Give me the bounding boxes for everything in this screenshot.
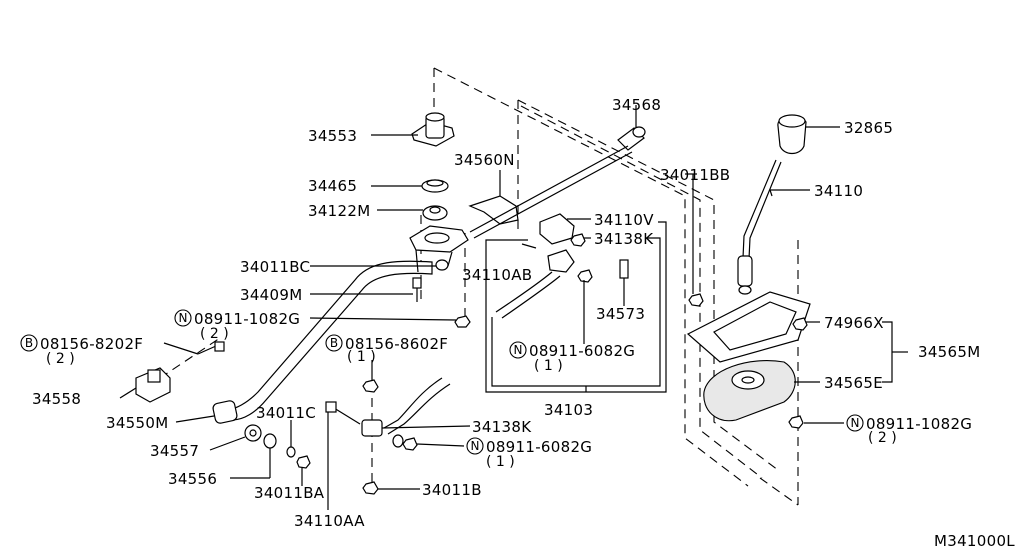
parts [135,112,811,495]
part-control-rod [212,225,469,424]
label-34565E: 34565E [824,374,883,392]
label-34103: 34103 [544,401,593,419]
label-08911-6082G-b: 08911-6082G [486,438,592,456]
label-34553: 34553 [308,127,357,145]
part-34122M [422,205,448,221]
label-08156-8202F: 08156-8202F [40,335,143,353]
qty-08911-1082G-a: ( 2 ) [200,326,229,342]
label-34568: 34568 [612,96,661,114]
part-34409M [412,277,422,302]
bracket-34103-outer [485,221,667,393]
guide-2 [517,99,779,471]
guide-12 [159,337,221,379]
label-34556: 34556 [168,470,217,488]
label-08911-1082G-b: 08911-1082G [866,415,972,433]
b-badge-icon [325,334,343,352]
guide-1 [433,67,749,487]
n-badge-icon [174,309,192,327]
label-34110AB: 34110AB [462,266,532,284]
label-34138K-top: 34138K [594,230,654,248]
badged-labels: N 08911-1082G ( 2 ) B 08156-8202F ( 2 ) … [20,309,972,470]
badge-label-n4: N 08911-1082G ( 2 ) [846,414,972,446]
label-34557: 34557 [150,442,199,460]
label-34550M: 34550M [106,414,168,432]
badge-label-n2: N 08911-6082G ( 1 ) [509,341,635,374]
label-08911-6082G-a: 08911-6082G [529,342,635,360]
diagram-id: M341000L [934,532,1015,550]
label-08156-8602F: 08156-8602F [345,335,448,353]
guide-3 [520,105,763,479]
part-34568 [617,126,646,151]
label-34122M: 34122M [308,202,370,220]
badge-label-n3: N 08911-6082G ( 1 ) [466,437,592,470]
part-32865 [777,114,807,155]
label-34409M: 34409M [240,286,302,304]
label-34011B: 34011B [422,481,482,499]
label-34573: 34573 [596,305,645,323]
badge-label-b1: B 08156-8202F ( 2 ) [20,334,143,367]
qty-08911-1082G-b: ( 2 ) [868,430,897,446]
label-74966X: 74966X [824,314,884,332]
label-34465: 34465 [308,177,357,195]
label-34110V: 34110V [594,211,654,229]
label-34558: 34558 [32,390,81,408]
label-34011BC: 34011BC [240,258,310,276]
n-badge-letter: N [471,439,480,453]
part-34110V [539,213,586,247]
part-bolt-08156-8202F [197,341,225,355]
label-34560N: 34560N [454,151,515,169]
label-34565M: 34565M [918,343,980,361]
qty-08911-6082G-a: ( 1 ) [534,358,563,374]
n-badge-letter: N [179,311,188,325]
guide-9 [759,477,799,506]
n-badge-letter: N [514,343,523,357]
b-badge-icon [20,334,38,352]
label-34011BB: 34011BB [660,166,730,184]
b-badge-letter: B [330,336,338,350]
n-badge-letter: N [851,416,860,430]
part-34558 [135,367,171,403]
part-34011BA [296,455,311,469]
part-74966X [686,291,811,363]
n-badge-icon [509,341,527,359]
part-lower-rod [325,377,451,495]
label-34110AA: 34110AA [294,512,365,530]
part-34556 [263,433,277,449]
label-34138K-bottom: 34138K [472,418,532,436]
part-34110 [737,159,782,295]
badge-label-b2: B 08156-8602F ( 1 ) [325,334,448,365]
label-34011C: 34011C [256,404,316,422]
part-34465 [421,179,449,193]
qty-08156-8202F: ( 2 ) [46,351,75,367]
dashed-guides [159,67,799,506]
qty-08156-8602F: ( 1 ) [347,349,376,365]
leaders [119,105,844,510]
b-badge-letter: B [25,336,33,350]
part-nut-08911-1082G-b [788,415,804,429]
bracket-34103-inner [491,237,661,387]
part-34565E [703,360,796,422]
qty-08911-6082G-b: ( 1 ) [486,454,515,470]
label-08911-1082G-a: 08911-1082G [194,310,300,328]
label-34110: 34110 [814,182,863,200]
part-nut-08911-1082G-a [454,315,471,328]
labels: 34553 34465 34122M 34011BC 34409M 34560N… [32,96,1015,550]
part-34110AB [495,243,593,319]
part-34557 [244,424,262,442]
brackets [485,221,908,393]
part-34573 [619,259,629,300]
n-badge-icon [466,437,484,455]
part-34560N [468,145,633,239]
n-badge-icon [846,414,864,432]
badge-label-n1: N 08911-1082G ( 2 ) [174,309,300,342]
label-32865: 32865 [844,119,893,137]
label-34011BA: 34011BA [254,484,325,502]
part-34011C [286,446,296,458]
part-34553 [411,112,455,147]
